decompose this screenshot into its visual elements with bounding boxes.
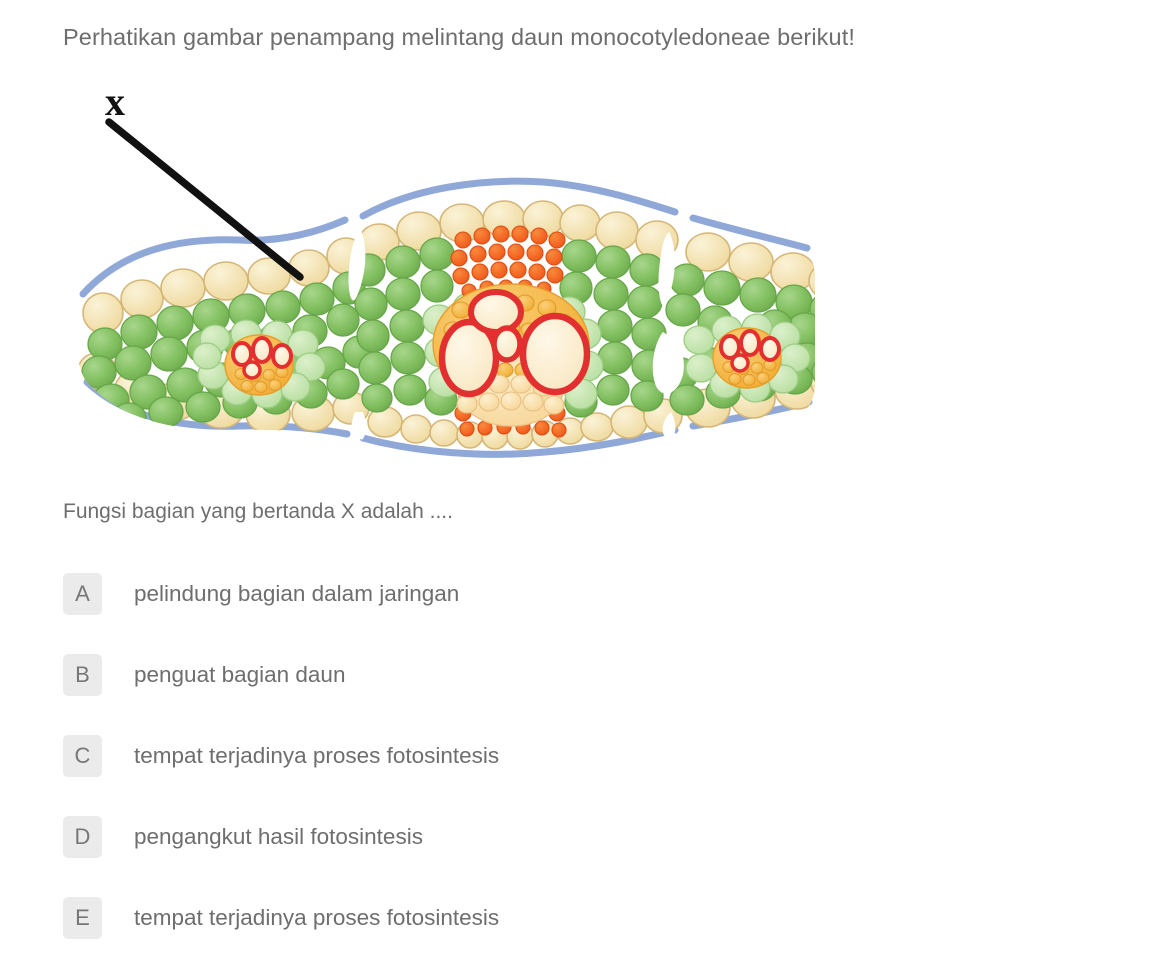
- pointer-line: [105, 118, 304, 281]
- figure-label-x: x: [105, 82, 125, 124]
- option-c-text: tempat terjadinya proses fotosintesis: [134, 743, 500, 768]
- option-b[interactable]: B penguat bagian daun: [63, 654, 1063, 696]
- xylem-vessel-right: [519, 312, 591, 396]
- option-d-text: pengangkut hasil fotosintesis: [134, 824, 423, 849]
- option-e[interactable]: E tempat terjadinya proses fotosintesis: [63, 897, 1063, 939]
- option-e-letter: E: [63, 897, 102, 939]
- left-vascular-bundle: [224, 334, 294, 396]
- option-d[interactable]: D pengangkut hasil fotosintesis: [63, 816, 1063, 858]
- air-spaces: [348, 230, 684, 441]
- option-b-letter: B: [63, 654, 102, 696]
- option-a-text: pelindung bagian dalam jaringan: [134, 581, 460, 606]
- xylem-vessel-left: [438, 318, 500, 398]
- option-c-letter: C: [63, 735, 102, 777]
- option-c[interactable]: C tempat terjadinya proses fotosintesis: [63, 735, 1063, 777]
- xylem-vessel-top: [468, 289, 524, 335]
- right-vascular-bundle: [712, 327, 782, 389]
- option-a-letter: A: [63, 573, 102, 615]
- central-vascular-bundle: [432, 283, 591, 427]
- leaf-cross-section-figure: x: [63, 82, 823, 477]
- answer-options-list: A pelindung bagian dalam jaringan B peng…: [63, 573, 1063, 978]
- xylem-vessel-small: [491, 325, 523, 363]
- question-prompt: Perhatikan gambar penampang melintang da…: [63, 24, 855, 50]
- option-a[interactable]: A pelindung bagian dalam jaringan: [63, 573, 1063, 615]
- sub-question-text: Fungsi bagian yang bertanda X adalah ...…: [63, 500, 453, 523]
- option-e-text: tempat terjadinya proses fotosintesis: [134, 905, 500, 930]
- option-d-letter: D: [63, 816, 102, 858]
- option-b-text: penguat bagian daun: [134, 662, 346, 687]
- leaf-diagram-svg: x: [77, 82, 815, 458]
